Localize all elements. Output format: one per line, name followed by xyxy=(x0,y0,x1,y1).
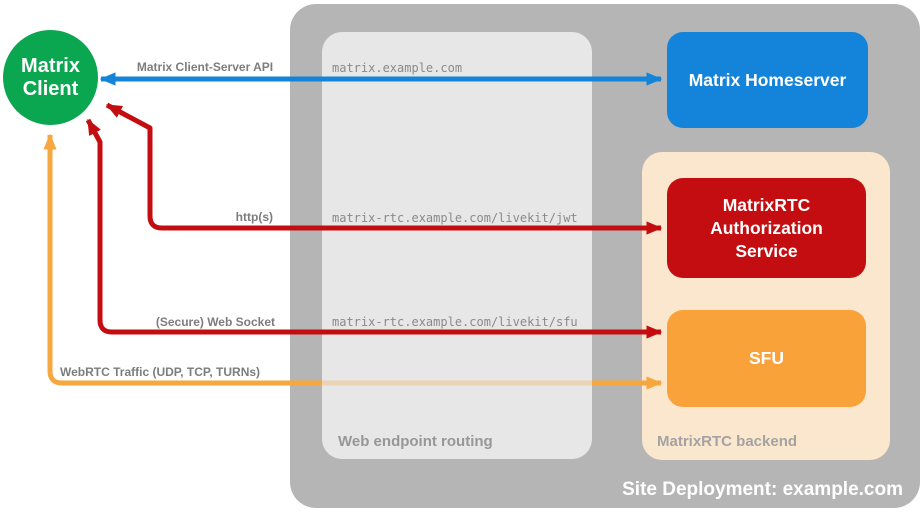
livekit-sfu-route-label: matrix-rtc.example.com/livekit/sfu xyxy=(332,315,578,329)
matrixrtc-backend-label: MatrixRTC backend xyxy=(657,433,798,450)
node-matrixrtc-authorization-service: MatrixRTC Authorization Service xyxy=(667,178,866,278)
https-arrow-label: http(s) xyxy=(235,210,273,224)
web-endpoint-routing-label: Web endpoint routing xyxy=(338,433,493,450)
client-server-api-arrow-label: Matrix Client-Server API xyxy=(136,60,274,74)
node-matrix-homeserver: Matrix Homeserver xyxy=(667,32,868,128)
sfu-label: SFU xyxy=(749,348,784,368)
matrix-homeserver-label: Matrix Homeserver xyxy=(688,69,847,90)
node-matrix-client: Matrix Client xyxy=(3,30,98,125)
websocket-sfu-arrow xyxy=(85,118,663,339)
matrix-client-label-line2: Client xyxy=(22,77,79,100)
matrixrtc-authorization-service-label: MatrixRTC Authorization Service xyxy=(710,194,823,261)
node-sfu: SFU xyxy=(667,310,866,407)
livekit-jwt-route-label: matrix-rtc.example.com/livekit/jwt xyxy=(332,211,578,225)
matrix-client-label-line1: Matrix xyxy=(21,54,80,77)
websocket-arrow-label: (Secure) Web Socket xyxy=(155,315,275,329)
site-deployment-label: Site Deployment: example.com xyxy=(622,479,903,500)
webrtc-traffic-arrow-label: WebRTC Traffic (UDP, TCP, TURNs) xyxy=(60,365,261,379)
webrtc-traffic-arrow-left xyxy=(43,133,322,386)
matrix-example-com-route-label: matrix.example.com xyxy=(332,61,463,75)
